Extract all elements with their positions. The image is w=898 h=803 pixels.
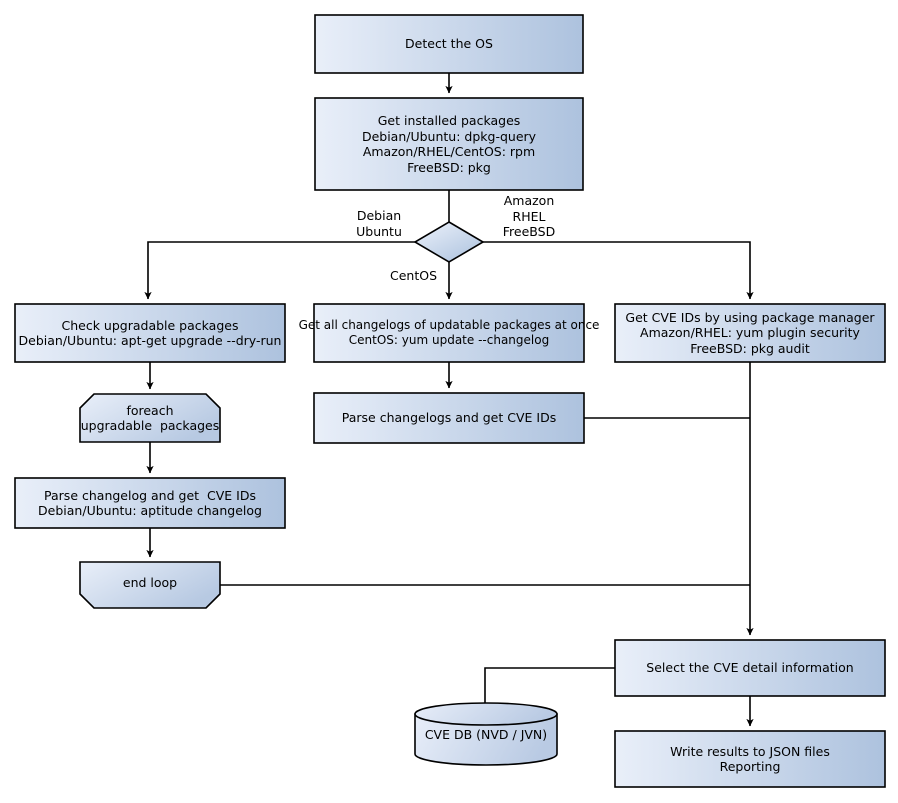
node-parse-changelogs-get-cve-ids[interactable] xyxy=(313,392,585,444)
edge-decision-to-cve-package-manager xyxy=(483,241,754,300)
node-parse-changelog-get-cve-ids[interactable] xyxy=(14,477,286,529)
node-get-installed-packages[interactable] xyxy=(314,97,584,191)
node-get-all-changelogs[interactable] xyxy=(313,303,585,363)
edge-group xyxy=(144,73,754,727)
node-check-upgradable-packages[interactable] xyxy=(14,303,286,363)
node-select-cve-detail[interactable] xyxy=(614,639,886,697)
node-os-decision[interactable] xyxy=(413,221,485,263)
edge-label-centos: CentOS xyxy=(390,268,438,283)
node-get-cve-ids-package-manager[interactable] xyxy=(614,303,886,363)
node-end-loop[interactable] xyxy=(79,561,221,609)
node-write-results-json[interactable] xyxy=(614,730,886,788)
node-foreach-upgradable-packages[interactable] xyxy=(79,393,221,443)
edge-select-cve-to-db xyxy=(484,667,615,712)
edge-decision-to-check-upgradable xyxy=(144,241,415,300)
node-detect-os[interactable] xyxy=(314,14,584,74)
node-cve-db[interactable] xyxy=(414,702,558,766)
